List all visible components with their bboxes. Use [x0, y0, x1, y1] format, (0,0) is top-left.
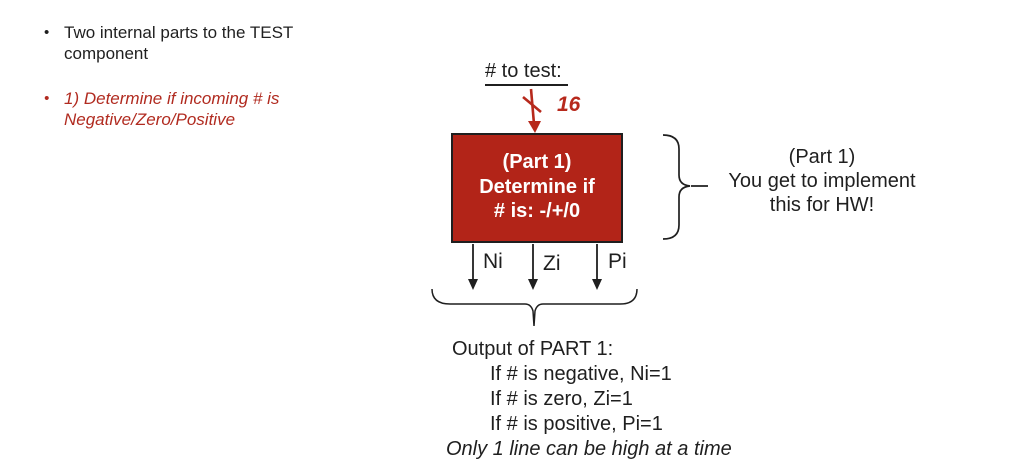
bullet-marker: • [44, 24, 50, 41]
bullet-line: 1) Determine if incoming # is [64, 89, 280, 108]
output-note-condition: If # is zero, Zi=1 [490, 388, 633, 410]
side-note-line: You get to implement [728, 170, 916, 192]
part1-box-line: Determine if [479, 175, 595, 198]
bullet-marker: • [44, 90, 50, 107]
output-arrow-zi-icon [528, 244, 538, 290]
input-label: # to test: [485, 60, 568, 86]
part1-box-line: # is: -/+/0 [493, 200, 581, 222]
output-note-footnote: Only 1 line can be high at a time [446, 438, 732, 460]
bullet-line: component [64, 44, 149, 63]
output-label-zi: Zi [543, 252, 561, 275]
bus-width-label: 16 [557, 93, 581, 116]
output-note-condition: If # is negative, Ni=1 [490, 363, 672, 385]
bullet-item-two-parts: • Two internal parts to the TEST compone… [44, 22, 293, 64]
bullet-line: Negative/Zero/Positive [64, 110, 236, 129]
side-note: (Part 1) You get to implement this for H… [702, 145, 942, 217]
output-label-pi: Pi [608, 250, 627, 273]
output-note-title: Output of PART 1: [452, 338, 614, 360]
part1-box: (Part 1) Determine if # is: -/+/0 [451, 133, 623, 243]
bullet-item-determine-sign: • 1) Determine if incoming # is Negative… [44, 88, 279, 130]
side-note-line: (Part 1) [788, 146, 856, 168]
output-note: Output of PART 1: If # is negative, Ni=1… [446, 337, 732, 462]
part1-box-line: (Part 1) [502, 151, 572, 173]
bullet-text: 1) Determine if incoming # is Negative/Z… [64, 88, 279, 130]
output-arrow-ni-icon [468, 244, 478, 290]
output-note-condition: If # is positive, Pi=1 [490, 413, 663, 435]
bullet-line: Two internal parts to the TEST [64, 23, 294, 42]
side-note-line: this for HW! [769, 194, 875, 216]
bullet-text: Two internal parts to the TEST component [64, 22, 293, 64]
under-brace-icon [431, 288, 638, 327]
input-bus-arrow-icon [522, 88, 542, 133]
output-label-ni: Ni [483, 250, 503, 273]
bus-slash-icon [522, 96, 542, 113]
output-arrow-pi-icon [592, 244, 602, 290]
